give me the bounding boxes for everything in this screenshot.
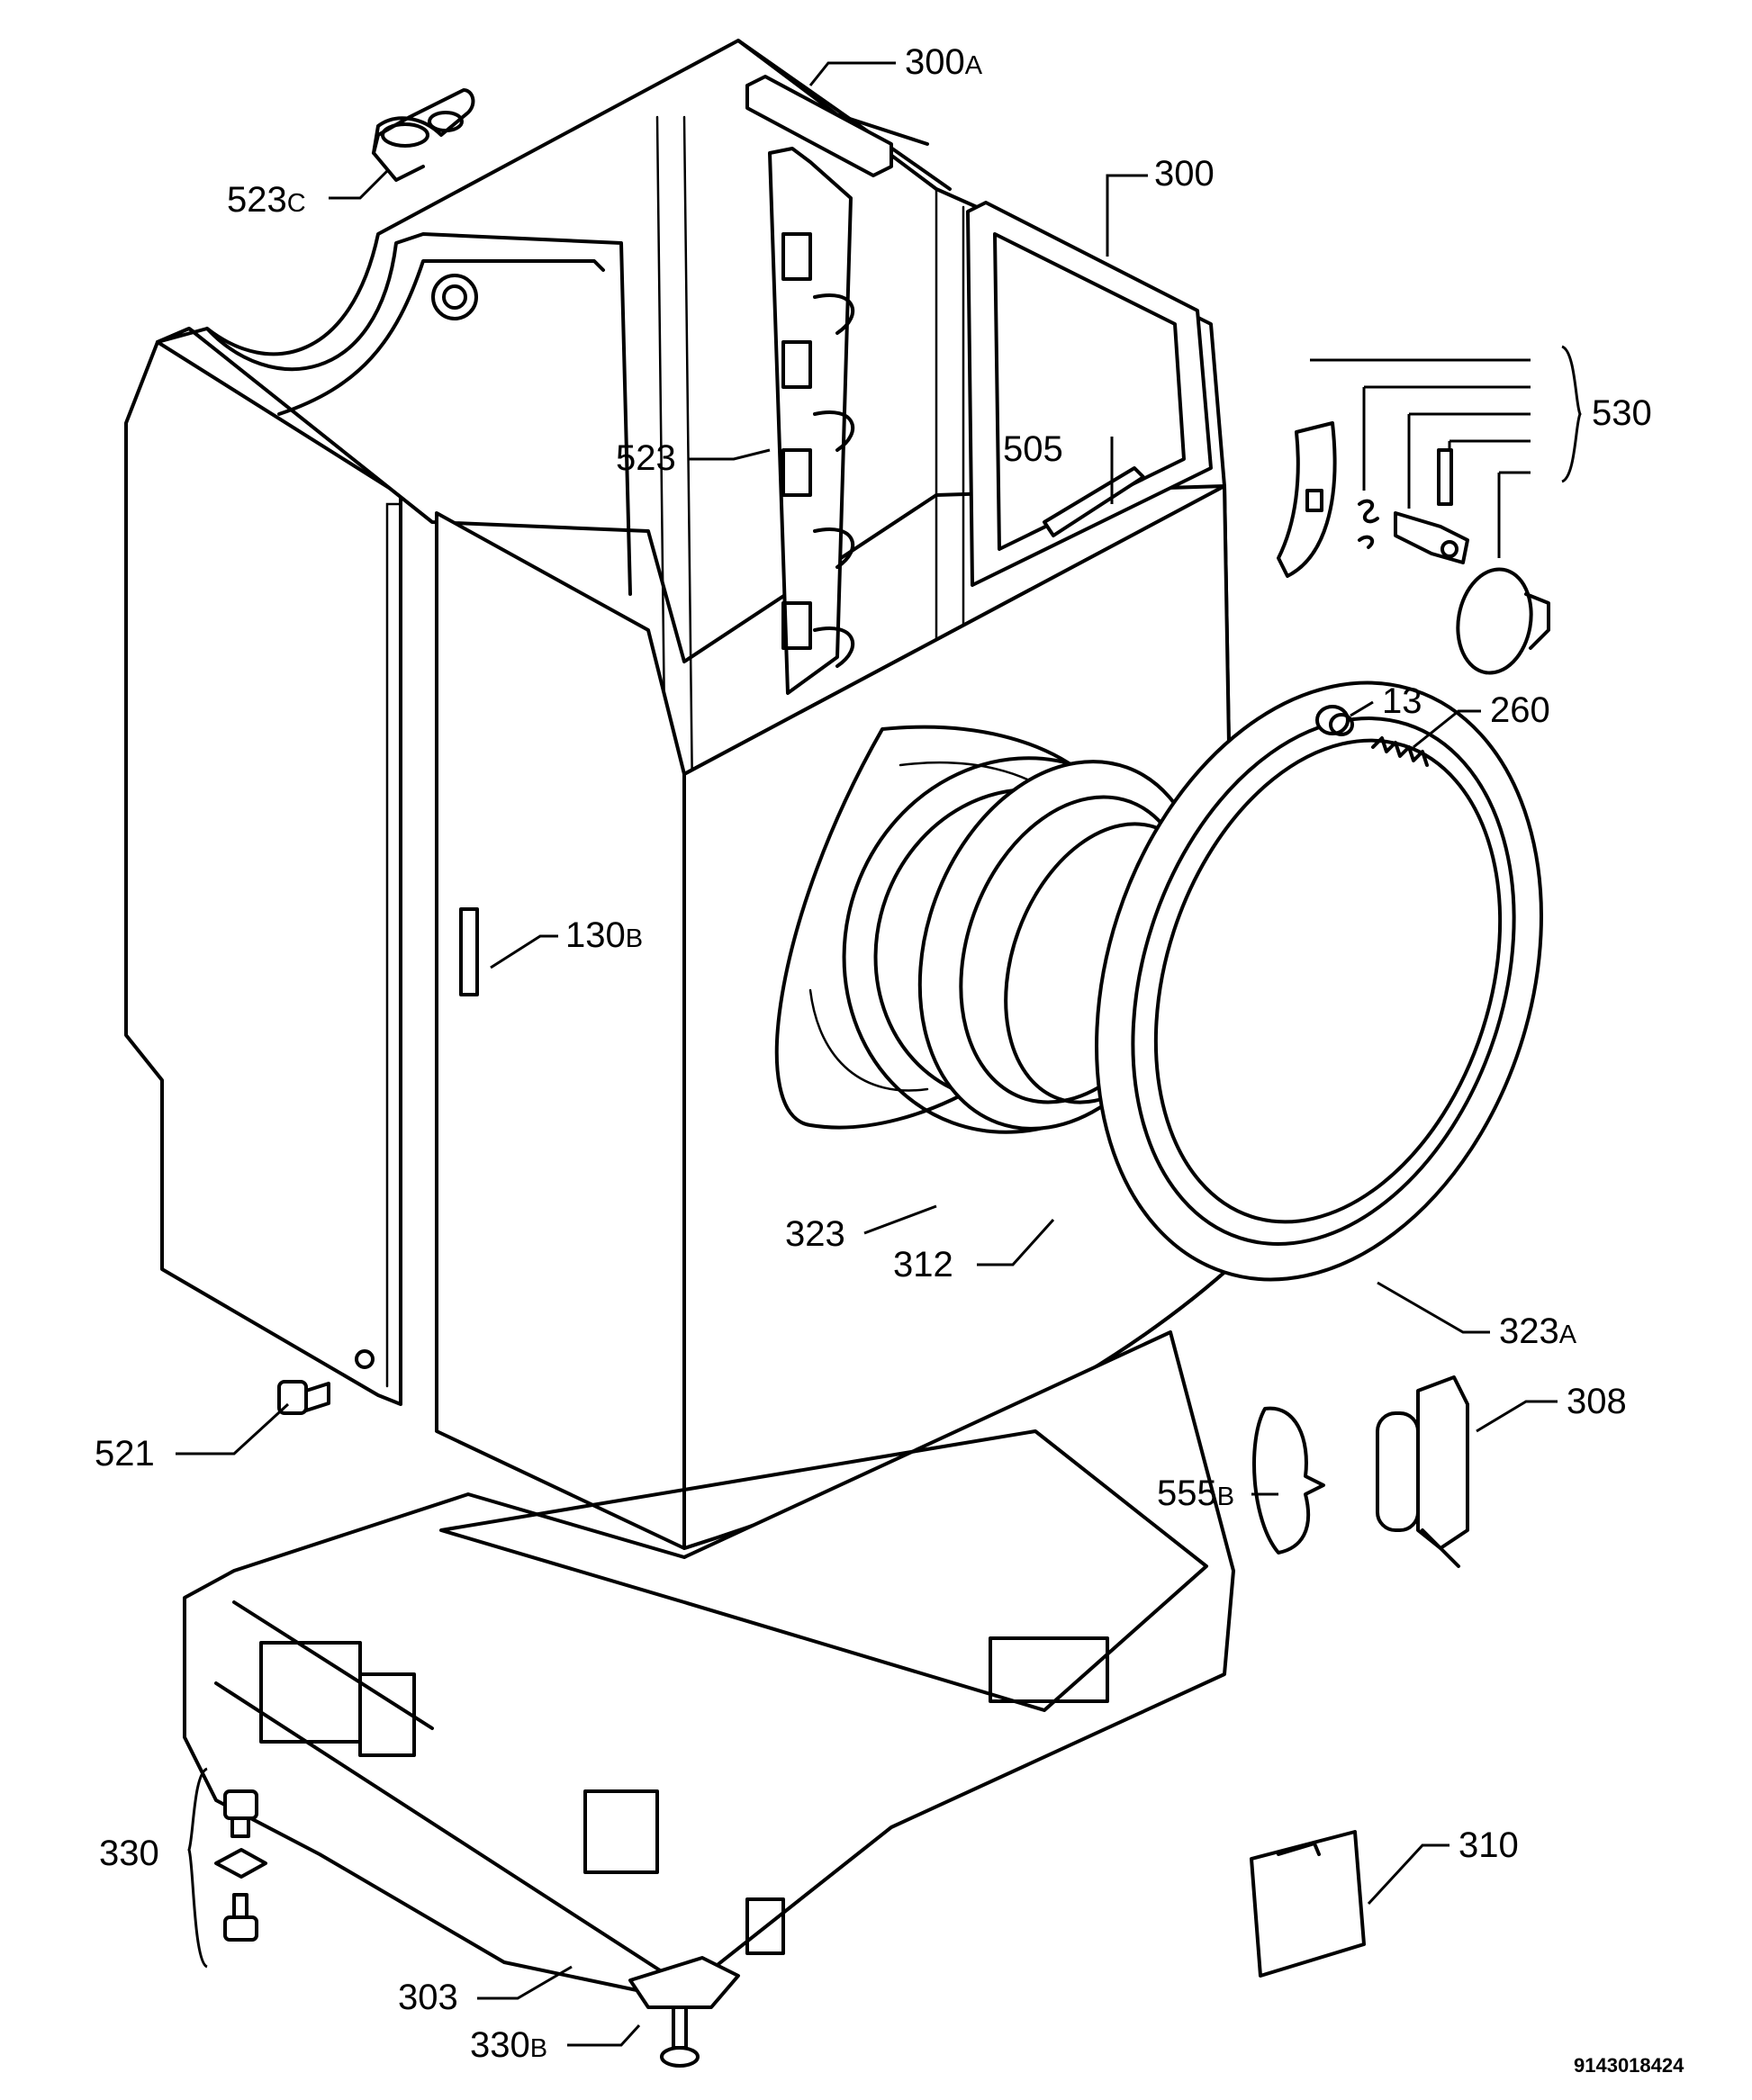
svg-text:260: 260 bbox=[1490, 690, 1550, 730]
label-260: 260 bbox=[1490, 690, 1550, 730]
label-521: 521 bbox=[95, 1434, 155, 1474]
lock-bracket-530 bbox=[1277, 421, 1337, 578]
hose-clip-strip bbox=[768, 147, 855, 695]
svg-text:330B: 330B bbox=[470, 2025, 547, 2065]
label-323a: 323A bbox=[1499, 1311, 1577, 1351]
door-handle bbox=[1456, 567, 1550, 675]
leader-lines bbox=[176, 61, 1582, 2047]
label-323: 323 bbox=[785, 1214, 845, 1254]
label-505: 505 bbox=[1003, 429, 1063, 469]
svg-text:555B: 555B bbox=[1157, 1474, 1234, 1513]
door-outer-ring-323a bbox=[1095, 680, 1543, 1282]
svg-text:330: 330 bbox=[99, 1834, 159, 1873]
lock-spring bbox=[1358, 499, 1379, 549]
cabinet-side-panel-left bbox=[124, 327, 416, 1406]
label-523c: 523C bbox=[227, 180, 306, 220]
svg-text:521: 521 bbox=[95, 1434, 155, 1474]
rod-505 bbox=[1043, 466, 1145, 537]
svg-text:300A: 300A bbox=[905, 42, 983, 82]
svg-text:308: 308 bbox=[1567, 1382, 1627, 1421]
spring-260 bbox=[1371, 736, 1429, 767]
label-310: 310 bbox=[1458, 1825, 1519, 1865]
label-523: 523 bbox=[616, 438, 676, 478]
svg-text:312: 312 bbox=[893, 1245, 953, 1284]
label-308: 308 bbox=[1567, 1382, 1627, 1421]
label-13: 13 bbox=[1382, 681, 1422, 721]
lock-pin bbox=[1437, 448, 1453, 506]
label-530: 530 bbox=[1592, 393, 1652, 433]
label-300a: 300A bbox=[905, 42, 983, 82]
svg-text:530: 530 bbox=[1592, 393, 1652, 433]
svg-text:310: 310 bbox=[1458, 1825, 1519, 1865]
label-130b: 130B bbox=[565, 915, 643, 955]
svg-text:323A: 323A bbox=[1499, 1311, 1577, 1351]
svg-text:323: 323 bbox=[785, 1214, 845, 1254]
label-555b: 555B bbox=[1157, 1474, 1234, 1513]
adjustable-foot-330b bbox=[628, 1956, 740, 2068]
label-330: 330 bbox=[99, 1834, 159, 1873]
label-303: 303 bbox=[398, 1978, 458, 2017]
fixing-kit-330 bbox=[214, 1789, 267, 1942]
top-rear-bar bbox=[745, 75, 893, 177]
hinge-plate-555b bbox=[1252, 1406, 1325, 1555]
svg-text:13: 13 bbox=[1382, 681, 1422, 721]
svg-text:9143018424: 9143018424 bbox=[1574, 2054, 1684, 2077]
bushing-13 bbox=[1315, 705, 1354, 736]
label-330b: 330B bbox=[470, 2025, 547, 2065]
cabinet-top-frame bbox=[156, 39, 1226, 663]
svg-text:130B: 130B bbox=[565, 915, 643, 955]
svg-text:303: 303 bbox=[398, 1978, 458, 2017]
svg-text:505: 505 bbox=[1003, 429, 1063, 469]
door-hinge-308 bbox=[1376, 1375, 1469, 1568]
label-312: 312 bbox=[893, 1245, 953, 1284]
svg-text:523: 523 bbox=[616, 438, 676, 478]
cover-310 bbox=[1250, 1830, 1366, 1978]
svg-text:300: 300 bbox=[1154, 154, 1215, 194]
screw-521 bbox=[277, 1380, 330, 1415]
label-300: 300 bbox=[1154, 154, 1215, 194]
clip-523c bbox=[372, 88, 475, 182]
svg-text:523C: 523C bbox=[227, 180, 306, 220]
lock-lever bbox=[1394, 511, 1469, 564]
document-code: 9143018424 bbox=[1574, 2054, 1684, 2077]
